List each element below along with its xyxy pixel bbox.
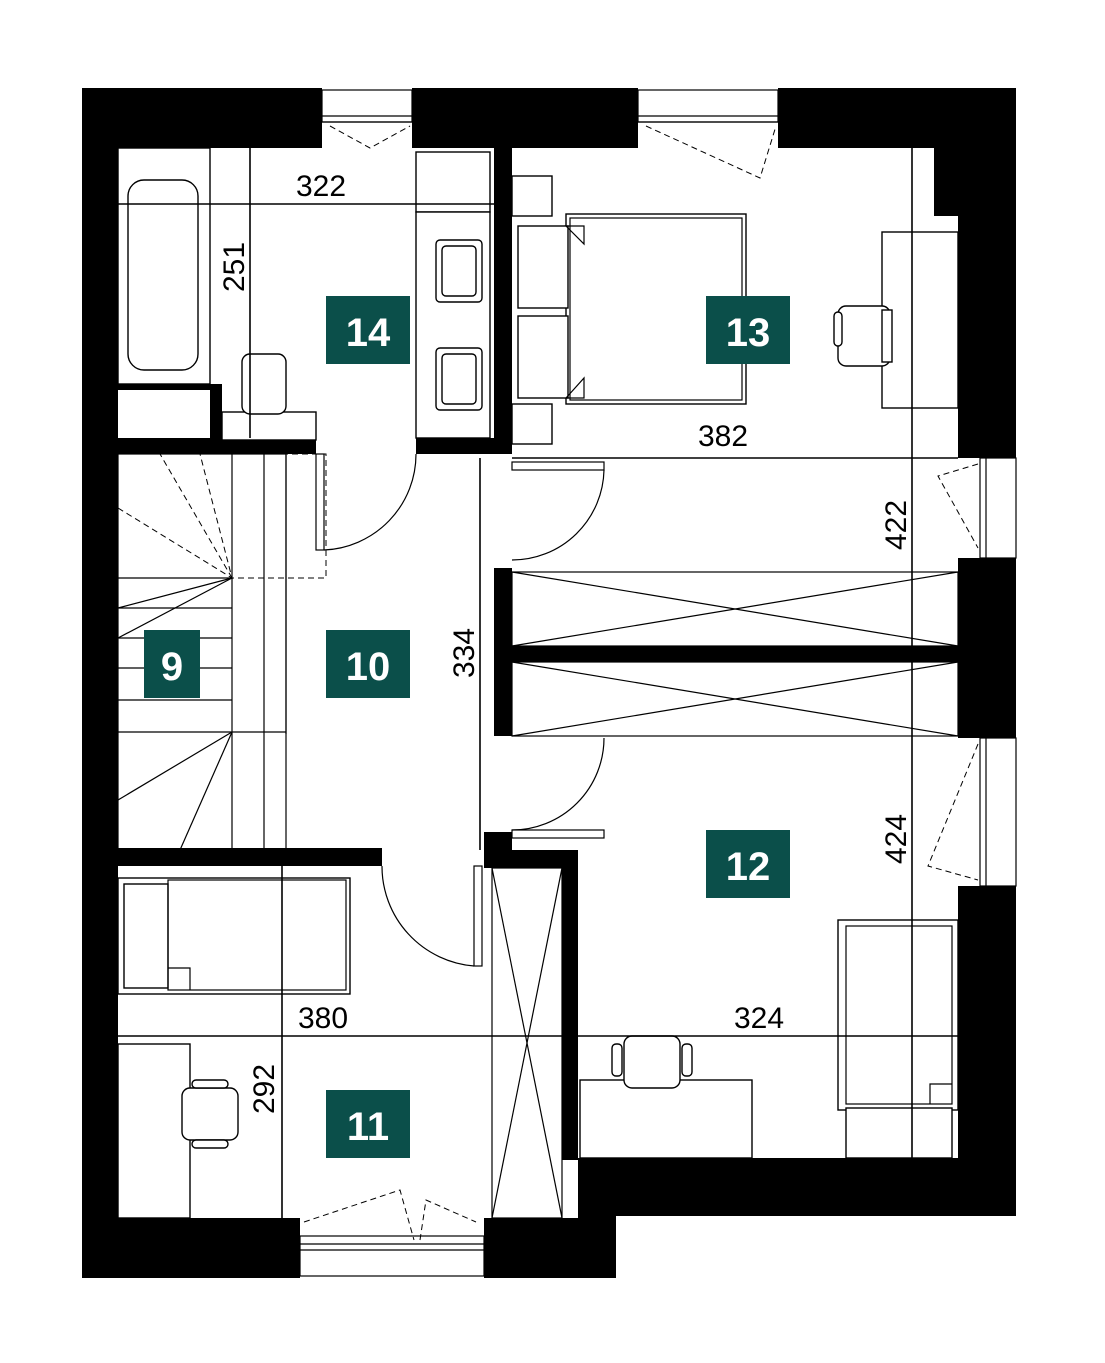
windows <box>299 89 1017 1277</box>
dimension-lines <box>118 148 958 1218</box>
room-badge-13: 13 <box>706 296 790 364</box>
dim-bedroom11-depth: 292 <box>248 1064 281 1114</box>
dim-bedroom13-depth: 422 <box>880 500 913 550</box>
room-label-13: 13 <box>726 311 771 355</box>
furniture <box>117 147 959 1219</box>
doors <box>315 453 605 967</box>
room-badge-14: 14 <box>326 296 410 364</box>
dim-bedroom11-width: 380 <box>298 1002 348 1035</box>
room-label-12: 12 <box>726 845 771 889</box>
room-label-14: 14 <box>346 311 391 355</box>
room-label-10: 10 <box>346 645 391 689</box>
dim-bathroom-depth: 251 <box>218 242 251 292</box>
room-badge-10: 10 <box>326 630 410 698</box>
dim-bedroom12-width: 324 <box>734 1002 784 1035</box>
dim-hall-length: 334 <box>448 628 481 678</box>
dim-bedroom13-width: 382 <box>698 420 748 453</box>
room-badge-11: 11 <box>326 1090 410 1158</box>
room-label-9: 9 <box>161 645 183 689</box>
walls <box>82 88 1016 1278</box>
dim-bedroom12-depth: 424 <box>880 814 913 864</box>
room-badge-9: 9 <box>144 630 200 698</box>
room-badge-12: 12 <box>706 830 790 898</box>
room-label-11: 11 <box>347 1105 389 1149</box>
dim-bathroom-width: 322 <box>296 170 346 203</box>
